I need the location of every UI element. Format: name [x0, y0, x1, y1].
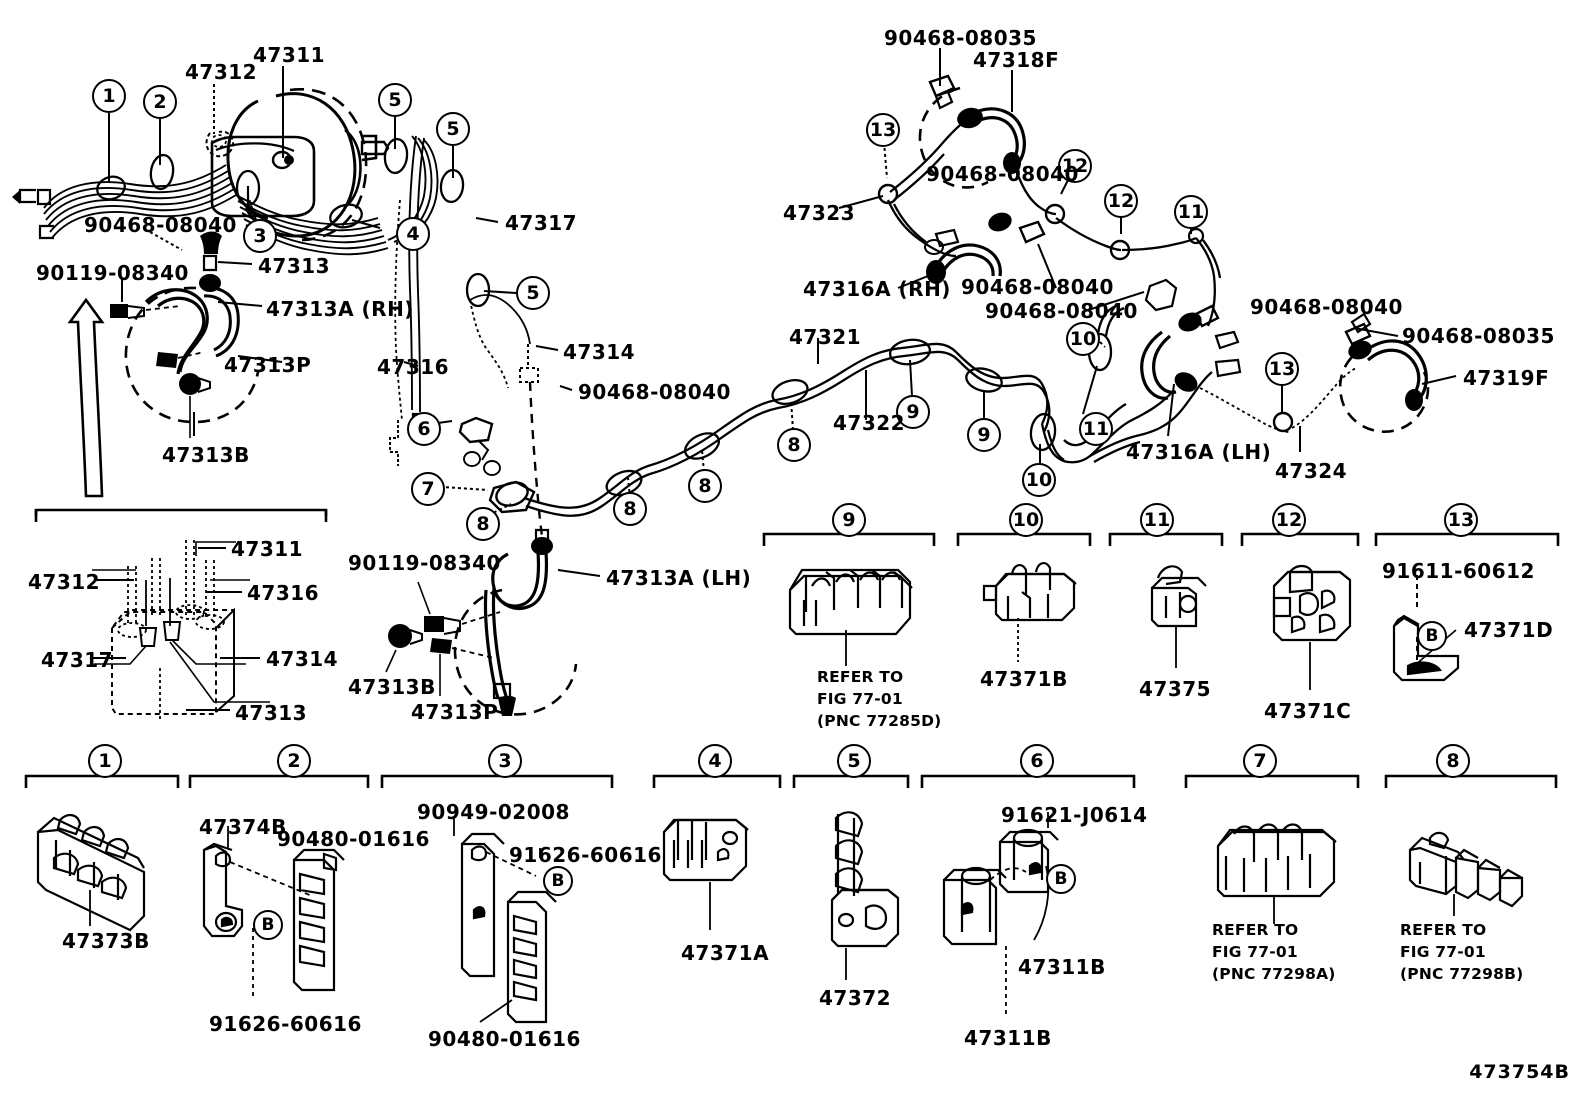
part-label-47321: 47321 — [789, 325, 862, 349]
part-label-91626-60616: 91626-60616 — [209, 1012, 362, 1036]
part-label-47371c: 47371C — [1264, 699, 1352, 723]
part-label-90480-01616: 90480-01616 — [277, 827, 430, 851]
callout-1[interactable]: 1 — [88, 744, 122, 778]
callout-5[interactable]: 5 — [378, 83, 412, 117]
part-label-47311b: 47311B — [964, 1026, 1052, 1050]
part-label-47318f: 47318F — [973, 48, 1060, 72]
part-label-90468-08040: 90468-08040 — [84, 213, 237, 237]
part-label-47313b: 47313B — [162, 443, 250, 467]
part-label-47323: 47323 — [783, 201, 856, 225]
part-label-47371a: 47371A — [681, 941, 770, 965]
part-label-47314: 47314 — [266, 647, 339, 671]
part-label-47314: 47314 — [563, 340, 636, 364]
part-label-47374b: 47374B — [199, 815, 287, 839]
part-label-47317: 47317 — [41, 648, 114, 672]
part-label-90468-08035: 90468-08035 — [1402, 324, 1555, 348]
callout-8[interactable]: 8 — [777, 428, 811, 462]
callout-6[interactable]: 6 — [407, 412, 441, 446]
part-label-90468-08040: 90468-08040 — [578, 380, 731, 404]
callout-B[interactable]: B — [543, 866, 573, 896]
callout-8[interactable]: 8 — [613, 492, 647, 526]
callout-5[interactable]: 5 — [516, 276, 550, 310]
callout-13[interactable]: 13 — [1444, 503, 1478, 537]
callout-B[interactable]: B — [1417, 621, 1447, 651]
callout-1[interactable]: 1 — [92, 79, 126, 113]
callout-12[interactable]: 12 — [1058, 149, 1092, 183]
callout-11[interactable]: 11 — [1079, 412, 1113, 446]
callout-10[interactable]: 10 — [1009, 503, 1043, 537]
part-label-90468-08040: 90468-08040 — [926, 162, 1079, 186]
callout-3[interactable]: 3 — [243, 219, 277, 253]
part-label-90468-08035: 90468-08035 — [884, 26, 1037, 50]
callout-10[interactable]: 10 — [1022, 463, 1056, 497]
part-label-47313: 47313 — [258, 254, 331, 278]
callout-8[interactable]: 8 — [1436, 744, 1470, 778]
part-label-47313b: 47313B — [348, 675, 436, 699]
callout-4[interactable]: 4 — [698, 744, 732, 778]
callout-B[interactable]: B — [253, 910, 283, 940]
callout-6[interactable]: 6 — [1020, 744, 1054, 778]
callout-9[interactable]: 9 — [967, 418, 1001, 452]
part-label-47317: 47317 — [505, 211, 578, 235]
callout-8[interactable]: 8 — [688, 469, 722, 503]
part-label-47313a-rh-: 47313A (RH) — [266, 297, 414, 321]
part-label-47313p: 47313P — [411, 700, 499, 724]
part-label-47316a-lh-: 47316A (LH) — [1126, 440, 1272, 464]
callout-2[interactable]: 2 — [277, 744, 311, 778]
part-label-90468-08040: 90468-08040 — [985, 299, 1138, 323]
part-label-47313p: 47313P — [224, 353, 312, 377]
callout-5[interactable]: 5 — [436, 112, 470, 146]
part-label-91611-60612: 91611-60612 — [1382, 559, 1535, 583]
part-label-47316a-rh-: 47316A (RH) — [803, 277, 951, 301]
callout-2[interactable]: 2 — [143, 85, 177, 119]
part-label-47324: 47324 — [1275, 459, 1348, 483]
part-label-90949-02008: 90949-02008 — [417, 800, 570, 824]
callout-B[interactable]: B — [1046, 864, 1076, 894]
part-label-47312: 47312 — [28, 570, 101, 594]
part-label-47372: 47372 — [819, 986, 892, 1010]
callout-4[interactable]: 4 — [396, 217, 430, 251]
part-label-47375: 47375 — [1139, 677, 1212, 701]
part-label-47316: 47316 — [247, 581, 320, 605]
part-label-47313a-lh-: 47313A (LH) — [606, 566, 752, 590]
callout-12[interactable]: 12 — [1272, 503, 1306, 537]
part-label-47371d: 47371D — [1464, 618, 1554, 642]
part-label-47311: 47311 — [231, 537, 304, 561]
callout-7[interactable]: 7 — [411, 472, 445, 506]
part-label-90119-08340: 90119-08340 — [36, 261, 189, 285]
part-label-47319f: 47319F — [1463, 366, 1550, 390]
callout-10[interactable]: 10 — [1066, 322, 1100, 356]
part-label-47313: 47313 — [235, 701, 308, 725]
figure-number: 473754B — [1469, 1061, 1570, 1083]
part-label-90119-08340: 90119-08340 — [348, 551, 501, 575]
part-label-47311: 47311 — [253, 43, 326, 67]
part-label-91626-60616: 91626-60616 — [509, 843, 662, 867]
part-label-refer-to: REFER TO FIG 77-01 (PNC 77285D) — [817, 668, 942, 730]
callout-12[interactable]: 12 — [1104, 184, 1138, 218]
part-label-refer-to: REFER TO FIG 77-01 (PNC 77298B) — [1400, 921, 1524, 983]
part-label-refer-to: REFER TO FIG 77-01 (PNC 77298A) — [1212, 921, 1336, 983]
callout-5[interactable]: 5 — [837, 744, 871, 778]
part-label-47316: 47316 — [377, 355, 450, 379]
part-label-90468-08040: 90468-08040 — [1250, 295, 1403, 319]
part-label-47322: 47322 — [833, 411, 906, 435]
part-label-47311b: 47311B — [1018, 955, 1106, 979]
callout-8[interactable]: 8 — [466, 507, 500, 541]
callout-3[interactable]: 3 — [488, 744, 522, 778]
part-label-90468-08040: 90468-08040 — [961, 275, 1114, 299]
part-label-47371b: 47371B — [980, 667, 1068, 691]
callout-11[interactable]: 11 — [1140, 503, 1174, 537]
part-label-90480-01616: 90480-01616 — [428, 1027, 581, 1051]
part-label-47373b: 47373B — [62, 929, 150, 953]
part-label-91621-j0614: 91621-J0614 — [1001, 803, 1148, 827]
callout-9[interactable]: 9 — [896, 395, 930, 429]
part-label-47312: 47312 — [185, 60, 258, 84]
callout-9[interactable]: 9 — [832, 503, 866, 537]
callout-13[interactable]: 13 — [866, 113, 900, 147]
callout-7[interactable]: 7 — [1243, 744, 1277, 778]
callout-13[interactable]: 13 — [1265, 352, 1299, 386]
callout-11[interactable]: 11 — [1174, 195, 1208, 229]
